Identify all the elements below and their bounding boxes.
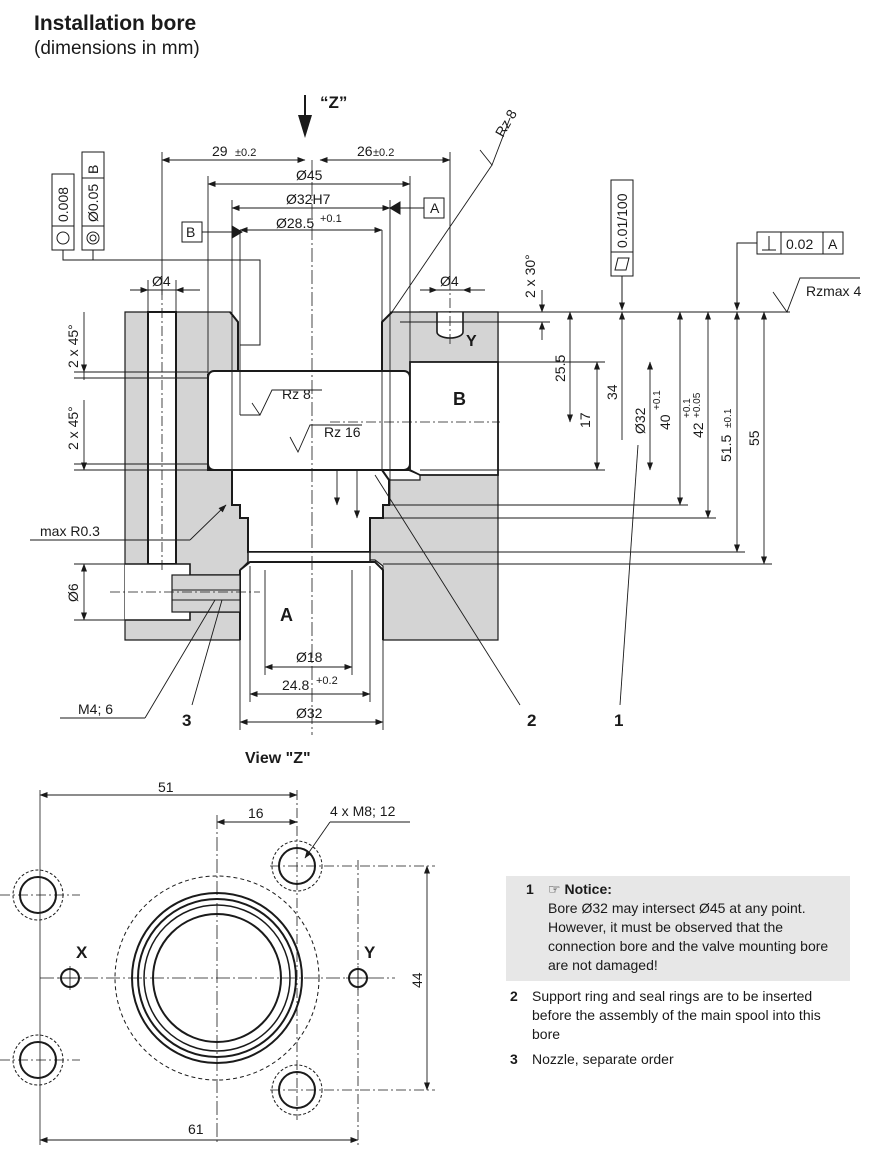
thread-m4: M4; 6 bbox=[78, 701, 113, 717]
screw-spec: 4 x M8; 12 bbox=[330, 803, 396, 819]
rz16: Rz 16 bbox=[324, 424, 361, 440]
dim-34: 34 bbox=[604, 384, 620, 400]
view-z-labels: 51 16 4 x M8; 12 44 61 X Y bbox=[76, 779, 425, 1137]
port-y-view: Y bbox=[364, 943, 376, 962]
dim-17: 17 bbox=[577, 412, 593, 428]
dim-51: 51 bbox=[158, 779, 174, 795]
dim-25-5: 25.5 bbox=[552, 355, 568, 382]
max-radius: max R0.3 bbox=[40, 523, 100, 539]
dim-42-tol-upper: +0.1 bbox=[682, 398, 693, 418]
callout-2: 2 bbox=[527, 711, 536, 730]
dim-45: Ø45 bbox=[296, 167, 323, 183]
dim-42: 42 bbox=[690, 422, 706, 438]
view-z-drawing bbox=[0, 790, 435, 1145]
dim-29-tol: ±0.2 bbox=[235, 147, 256, 159]
dim-4-left: Ø4 bbox=[152, 273, 171, 289]
note-2-text: Support ring and seal rings are to be in… bbox=[532, 988, 821, 1042]
dim-16: 16 bbox=[248, 805, 264, 821]
tol-perpendicular: 0.02 bbox=[786, 236, 813, 252]
dim-24-8: 24.8 bbox=[282, 677, 309, 693]
dim-51-5: 51.5 bbox=[718, 435, 734, 462]
dim-26-tol: ±0.2 bbox=[373, 147, 394, 159]
note-1-number: 1 bbox=[526, 881, 534, 897]
hand-pointer-icon: ☞ bbox=[548, 881, 561, 897]
chamfer-top: 2 x 30° bbox=[522, 254, 538, 298]
port-y: Y bbox=[466, 333, 477, 350]
dim-28-tol: +0.1 bbox=[320, 213, 342, 225]
tol-perpendicular-ref: A bbox=[828, 236, 838, 252]
dim-51-5-tol: ±0.1 bbox=[723, 408, 734, 428]
dim-44: 44 bbox=[409, 972, 425, 988]
dim-40: 40 bbox=[657, 414, 673, 430]
callout-3: 3 bbox=[182, 711, 191, 730]
port-a: A bbox=[280, 605, 293, 625]
dim-32h7: Ø32H7 bbox=[286, 191, 331, 207]
callout-1: 1 bbox=[614, 711, 623, 730]
ref-a-label: A bbox=[430, 200, 440, 216]
rz8-top: Rz 8 bbox=[492, 106, 520, 139]
dim-29: 29 bbox=[212, 143, 228, 159]
dim-24-8-tol: +0.2 bbox=[316, 675, 338, 687]
page-subtitle: (dimensions in mm) bbox=[34, 38, 200, 59]
dim-55: 55 bbox=[746, 430, 762, 446]
notes-list: 1 ☞ Notice: Bore Ø32 may intersect Ø45 a… bbox=[506, 876, 850, 1075]
notice-heading: Notice: bbox=[564, 881, 612, 897]
chamfer-left-1: 2 x 45° bbox=[65, 324, 81, 368]
port-x: X bbox=[76, 943, 88, 962]
port-b: B bbox=[453, 389, 466, 409]
view-z-title: View "Z" bbox=[245, 750, 311, 767]
note-3-number: 3 bbox=[510, 1051, 518, 1067]
dimension-lines bbox=[30, 117, 860, 730]
dim-42-tol-lower: +0.05 bbox=[692, 392, 703, 418]
tol-coaxiality: Ø0.05 bbox=[85, 184, 101, 222]
note-2-number: 2 bbox=[510, 988, 518, 1004]
dim-40-tol: +0.1 bbox=[652, 390, 663, 410]
housing-section bbox=[110, 160, 500, 735]
ref-b-label: B bbox=[186, 224, 195, 240]
tolerance-frames bbox=[51, 151, 844, 346]
view-z-mark: “Z” bbox=[320, 93, 347, 112]
view-z-arrow: “Z” bbox=[298, 93, 347, 138]
note-1: 1 ☞ Notice: Bore Ø32 may intersect Ø45 a… bbox=[506, 876, 850, 981]
note-3-text: Nozzle, separate order bbox=[532, 1051, 674, 1067]
dim-6: Ø6 bbox=[65, 583, 81, 602]
rz8-inner: Rz 8 bbox=[282, 386, 311, 402]
dim-32-bottom: Ø32 bbox=[296, 705, 323, 721]
note-3: 3 Nozzle, separate order bbox=[510, 1050, 850, 1069]
dim-18: Ø18 bbox=[296, 649, 323, 665]
tol-flatness: 0.01/100 bbox=[614, 193, 630, 248]
tol-concentricity: 0.008 bbox=[55, 187, 71, 222]
dim-61: 61 bbox=[188, 1121, 204, 1137]
section-labels: 29 ±0.2 26 ±0.2 Ø45 Ø32H7 Ø28.5 +0.1 A B… bbox=[40, 106, 861, 730]
note-1-text: Bore Ø32 may intersect Ø45 at any point.… bbox=[548, 900, 829, 973]
tol-coaxiality-ref: B bbox=[85, 165, 101, 174]
rzmax: Rzmax 4 bbox=[806, 283, 861, 299]
note-2: 2 Support ring and seal rings are to be … bbox=[510, 987, 850, 1044]
dim-32-vertical: Ø32 bbox=[632, 407, 648, 434]
dim-26: 26 bbox=[357, 143, 373, 159]
page-title: Installation bore bbox=[34, 12, 197, 35]
dim-28: Ø28.5 bbox=[276, 215, 314, 231]
chamfer-left-2: 2 x 45° bbox=[65, 406, 81, 450]
dim-4-right: Ø4 bbox=[440, 273, 459, 289]
